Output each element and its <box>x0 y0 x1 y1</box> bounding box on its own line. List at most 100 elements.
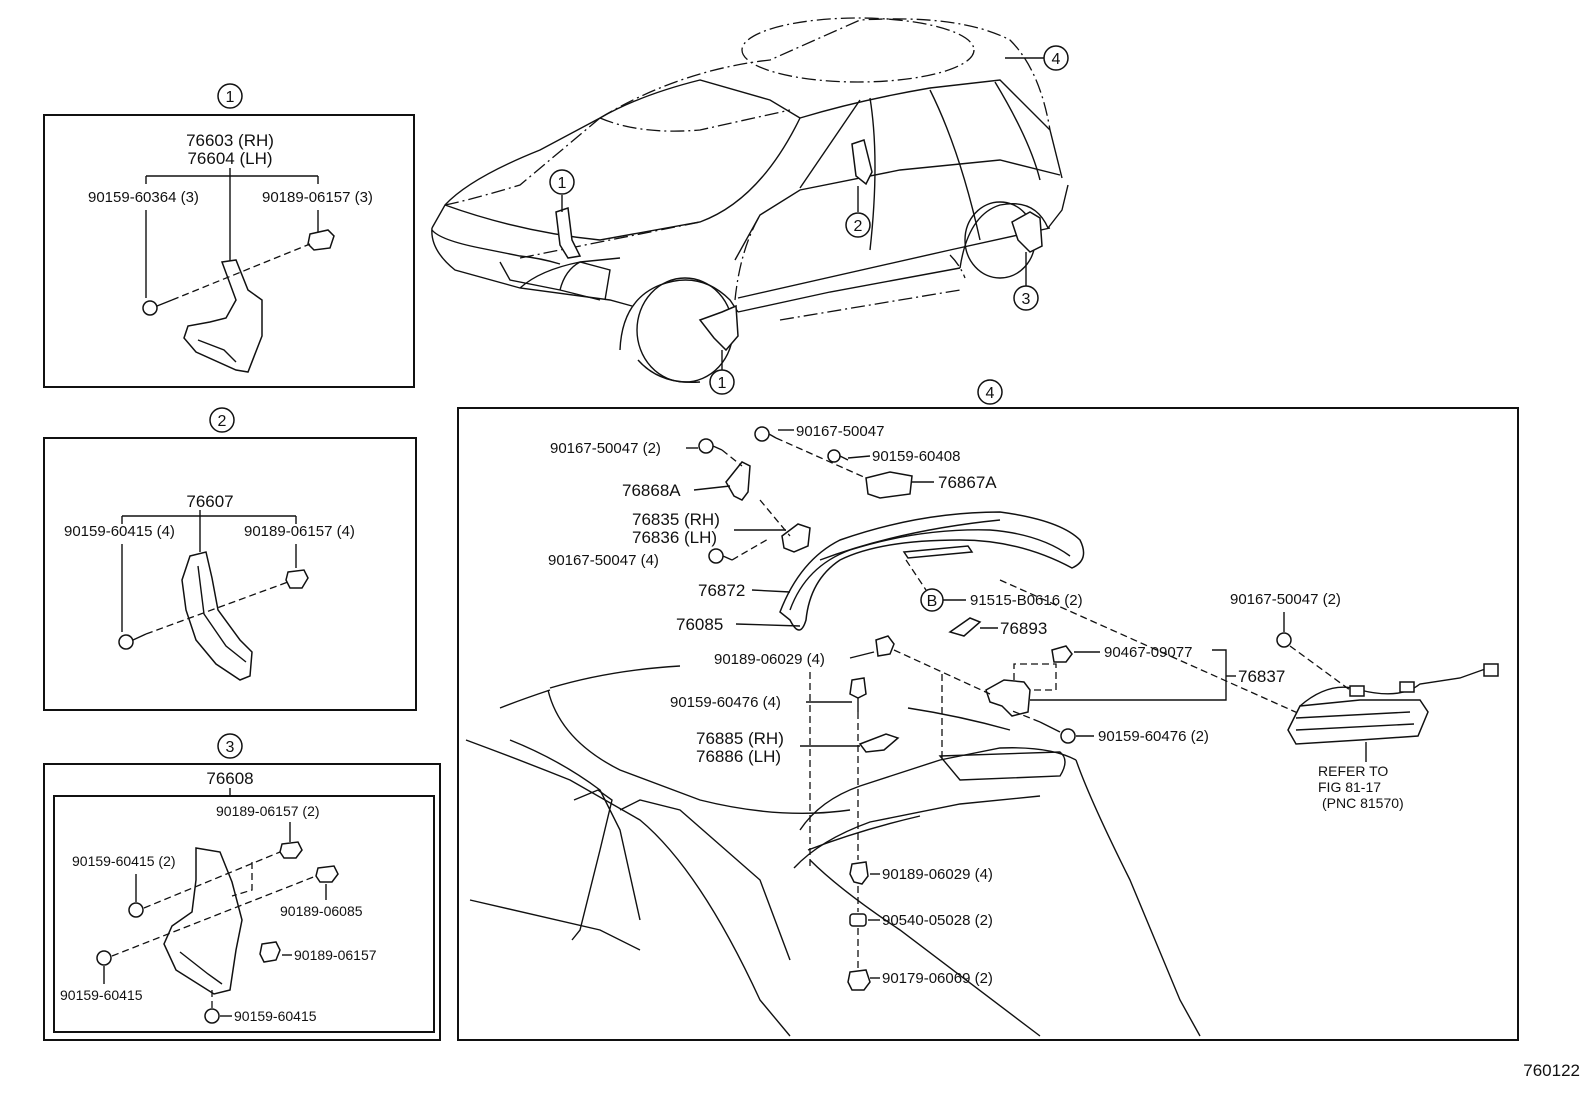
callout-2-car-side: 2 <box>854 218 863 235</box>
group-4-tape-marker: B <box>927 593 938 610</box>
callout-circle <box>709 369 735 395</box>
group-4-clip-b: 90467-09077 <box>1104 644 1192 661</box>
group-4-box <box>457 407 1519 1041</box>
group-4-refer-2: FIG 81-17 <box>1318 779 1381 795</box>
group-3-clip-b: 90189-06085 <box>280 903 363 919</box>
group-4-screw-b: 90159-60476 (4) <box>670 694 781 711</box>
group-4-nut-b: 90179-06069 (2) <box>882 970 993 987</box>
mudguard-icon <box>183 259 263 373</box>
group-4-clip-c: 90189-06029 (4) <box>882 866 993 883</box>
group-3-inner-box <box>53 795 435 1033</box>
callout-circle <box>217 733 243 759</box>
pad-icon <box>948 617 982 637</box>
connector-icon <box>1349 685 1365 697</box>
screw-icon <box>96 950 112 966</box>
group-1-box <box>43 114 415 388</box>
group-1-clip: 90189-06157 (3) <box>262 189 373 206</box>
stay-icon <box>858 733 900 753</box>
clip-icon <box>285 569 309 589</box>
mudguard-icon <box>163 847 243 995</box>
screw-icon <box>118 634 134 650</box>
group-4-number: 4 <box>986 385 995 402</box>
group-3-number: 3 <box>226 739 235 756</box>
hinge-icon <box>781 523 811 553</box>
bracket-icon <box>725 461 751 501</box>
bolt-icon <box>1276 632 1292 648</box>
group-3-screw-a: 90159-60415 (2) <box>72 853 176 869</box>
group-2-screw: 90159-60415 (4) <box>64 523 175 540</box>
group-1-front-mudguard: 1 76603 (RH) 76604 (LH) 90159-60364 (3) … <box>43 83 415 388</box>
callout-circle <box>217 83 243 109</box>
screw-icon <box>827 449 841 463</box>
clip-icon <box>315 865 339 883</box>
group-1-number: 1 <box>226 89 235 106</box>
bolt-icon <box>698 438 714 454</box>
group-4-pad: 76893 <box>1000 619 1047 638</box>
callout-circle <box>1043 45 1069 71</box>
group-4-bolt-a: 90167-50047 (2) <box>550 440 661 457</box>
group-1-part-rh: 76603 (RH) <box>186 131 274 150</box>
group-2-side-mudguard: 2 76607 90159-60415 (4) 90189-06157 (4) <box>43 407 417 711</box>
group-3-clip-c: 90189-06157 <box>294 947 377 963</box>
group-4-tape: 91515-B0616 (2) <box>970 592 1083 609</box>
car-overview: 1 2 1 3 4 <box>431 17 1069 395</box>
screw-icon <box>1060 728 1076 744</box>
group-4-bracket-b: 76867A <box>938 473 997 492</box>
group-2-clip: 90189-06157 (4) <box>244 523 355 540</box>
callout-circle <box>977 379 1003 405</box>
callout-1-car-wheel: 1 <box>718 375 727 392</box>
clip-icon <box>849 861 869 885</box>
screw-icon <box>128 902 144 918</box>
group-3-screw-c: 90159-60415 <box>234 1008 317 1024</box>
group-4-stay-rh: 76885 (RH) <box>696 729 784 748</box>
group-4-stay-lh: 76886 (LH) <box>696 747 781 766</box>
spoiler-icon <box>779 511 1085 631</box>
group-2-number: 2 <box>218 413 227 430</box>
nut-icon <box>849 913 867 927</box>
callout-1-car-front: 1 <box>558 175 567 192</box>
stop-lamp-icon <box>1287 699 1429 745</box>
screw-icon <box>849 677 867 699</box>
group-1-part-lh: 76604 (LH) <box>187 149 272 168</box>
callout-circle <box>549 169 575 195</box>
bracket-icon <box>865 471 913 499</box>
mudguard-icon <box>181 551 253 681</box>
group-3-screw-b: 90159-60415 <box>60 987 143 1003</box>
group-4-bolt-b: 90167-50047 <box>796 423 884 440</box>
group-3-part: 76608 <box>206 769 253 788</box>
group-4-refer-1: REFER TO <box>1318 763 1388 779</box>
screw-icon <box>204 1008 220 1024</box>
group-4-hinge-lh: 76836 (LH) <box>632 528 717 547</box>
group-4-rear-spoiler: 4 <box>457 379 1519 1041</box>
callout-3-car-rear: 3 <box>1022 291 1031 308</box>
clip-icon <box>279 841 303 859</box>
nut-icon <box>847 969 871 991</box>
group-2-box <box>43 437 417 711</box>
group-3-clip-a: 90189-06157 (2) <box>216 803 320 819</box>
callout-circle <box>209 407 235 433</box>
group-4-bracket-a: 76868A <box>622 481 681 500</box>
clip-icon <box>875 635 895 657</box>
screw-icon <box>142 300 158 316</box>
group-4-lamp-assy: 76837 <box>1238 667 1285 686</box>
clip-icon <box>307 229 335 251</box>
callout-circle <box>845 212 871 238</box>
group-4-screw-a: 90159-60408 <box>872 448 960 465</box>
lamp-bracket-icon <box>985 679 1031 717</box>
group-3-rear-mudguard: 3 76608 90189-06157 (2) 90159-60415 (2) … <box>43 733 441 1041</box>
figure-id: 760122 <box>1523 1061 1580 1080</box>
group-4-bolt-c: 90167-50047 (4) <box>548 552 659 569</box>
clip-icon <box>259 941 281 963</box>
connector-icon <box>1399 681 1415 693</box>
group-4-hinge-rh: 76835 (RH) <box>632 510 720 529</box>
group-3-outer-box <box>43 763 441 1041</box>
group-4-refer-3: (PNC 81570) <box>1322 795 1404 811</box>
group-1-screw: 90159-60364 (3) <box>88 189 199 206</box>
group-4-spoiler: 76872 <box>698 581 745 600</box>
connector-icon <box>1483 663 1499 677</box>
group-2-part: 76607 <box>186 492 233 511</box>
callout-circle <box>1013 285 1039 311</box>
group-4-bolt-d: 90167-50047 (2) <box>1230 591 1341 608</box>
bolt-icon <box>708 548 724 564</box>
